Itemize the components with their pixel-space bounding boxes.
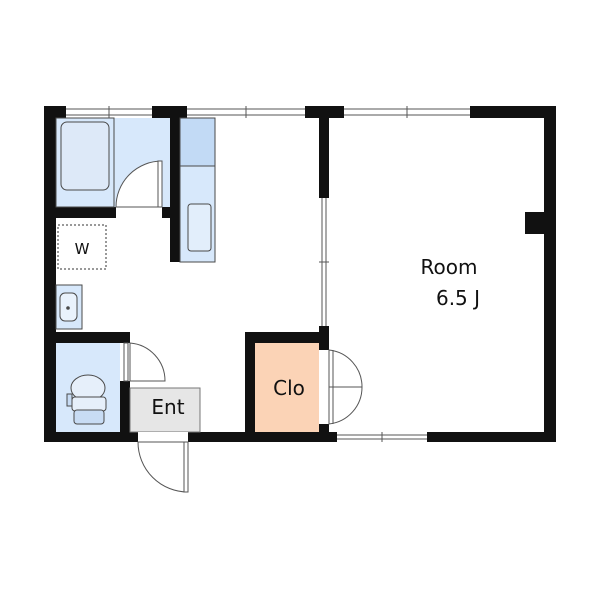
kitchen-counter-icon <box>179 117 216 263</box>
room-name-label: Room <box>421 255 478 279</box>
sliding-partition <box>319 198 329 326</box>
washer-label: W <box>75 240 90 258</box>
toilet-door-icon <box>120 342 166 382</box>
toilet-icon <box>56 343 120 432</box>
top-windows <box>66 106 470 118</box>
wash-basin-icon <box>55 284 83 330</box>
closet-floor <box>255 343 319 432</box>
bottom-window <box>337 432 427 442</box>
room-size-label: 6.5 J <box>436 286 480 310</box>
washer-space <box>57 224 107 270</box>
bathroom-door-icon <box>115 160 163 218</box>
closet-label: Clo <box>273 376 305 400</box>
entrance-floor <box>130 388 200 432</box>
entrance-door-icon <box>137 432 189 493</box>
closet-doors-icon <box>319 349 363 425</box>
entrance-label: Ent <box>151 395 184 419</box>
